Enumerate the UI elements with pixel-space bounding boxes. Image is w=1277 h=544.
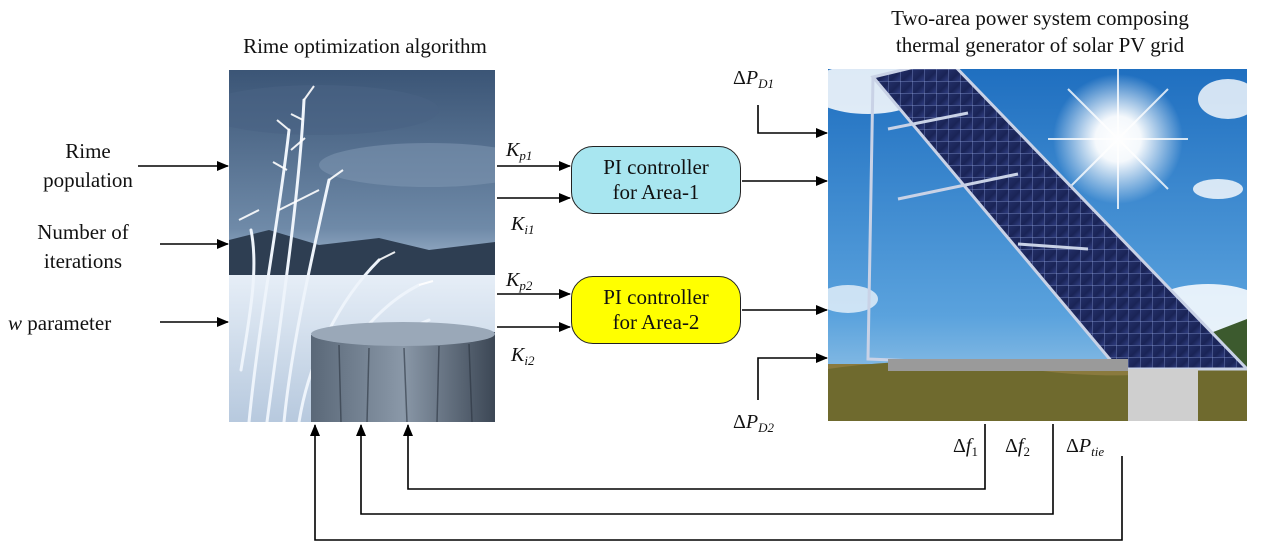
- arrow-delta-pd1: [757, 105, 828, 138]
- w-parameter-text: parameter: [27, 311, 112, 335]
- label-delta-pd1: ΔPD1: [733, 67, 774, 91]
- solar-pv-image: [828, 69, 1247, 421]
- feedback-delta-f2: [356, 424, 1054, 515]
- input-label-number-of: Number of: [37, 220, 129, 244]
- controller1-line2: for Area-1: [612, 180, 700, 204]
- input-label-rime: Rime: [65, 139, 111, 163]
- label-delta-f2: Δf2: [1005, 435, 1030, 459]
- input-label-w-parameter: w parameter: [8, 311, 111, 335]
- system-title-line2: thermal generator of solar PV grid: [895, 33, 1185, 57]
- rime-title: Rime optimization algorithm: [243, 34, 487, 58]
- label-ki1: Ki1: [511, 213, 535, 237]
- input-label-iterations: iterations: [43, 249, 123, 273]
- controller1-line1: PI controller: [603, 155, 709, 179]
- label-ki2: Ki2: [511, 344, 535, 368]
- rime-frost-image: [229, 70, 495, 422]
- input-label-population: population: [43, 168, 133, 192]
- system-title-line1: Two-area power system composing: [891, 6, 1189, 30]
- label-delta-f1: Δf1: [953, 435, 978, 459]
- label-delta-pd2: ΔPD2: [733, 411, 774, 435]
- feedback-delta-f1: [403, 424, 986, 490]
- controller2-line1: PI controller: [603, 285, 709, 309]
- label-kp1: Kp1: [506, 139, 533, 163]
- controller2-line2: for Area-2: [612, 310, 700, 334]
- arrow-delta-pd2: [757, 353, 828, 400]
- label-delta-ptie: ΔPtie: [1066, 435, 1105, 459]
- feedback-delta-ptie: [310, 424, 1123, 541]
- label-kp2: Kp2: [506, 269, 533, 293]
- w-symbol: w: [8, 311, 23, 335]
